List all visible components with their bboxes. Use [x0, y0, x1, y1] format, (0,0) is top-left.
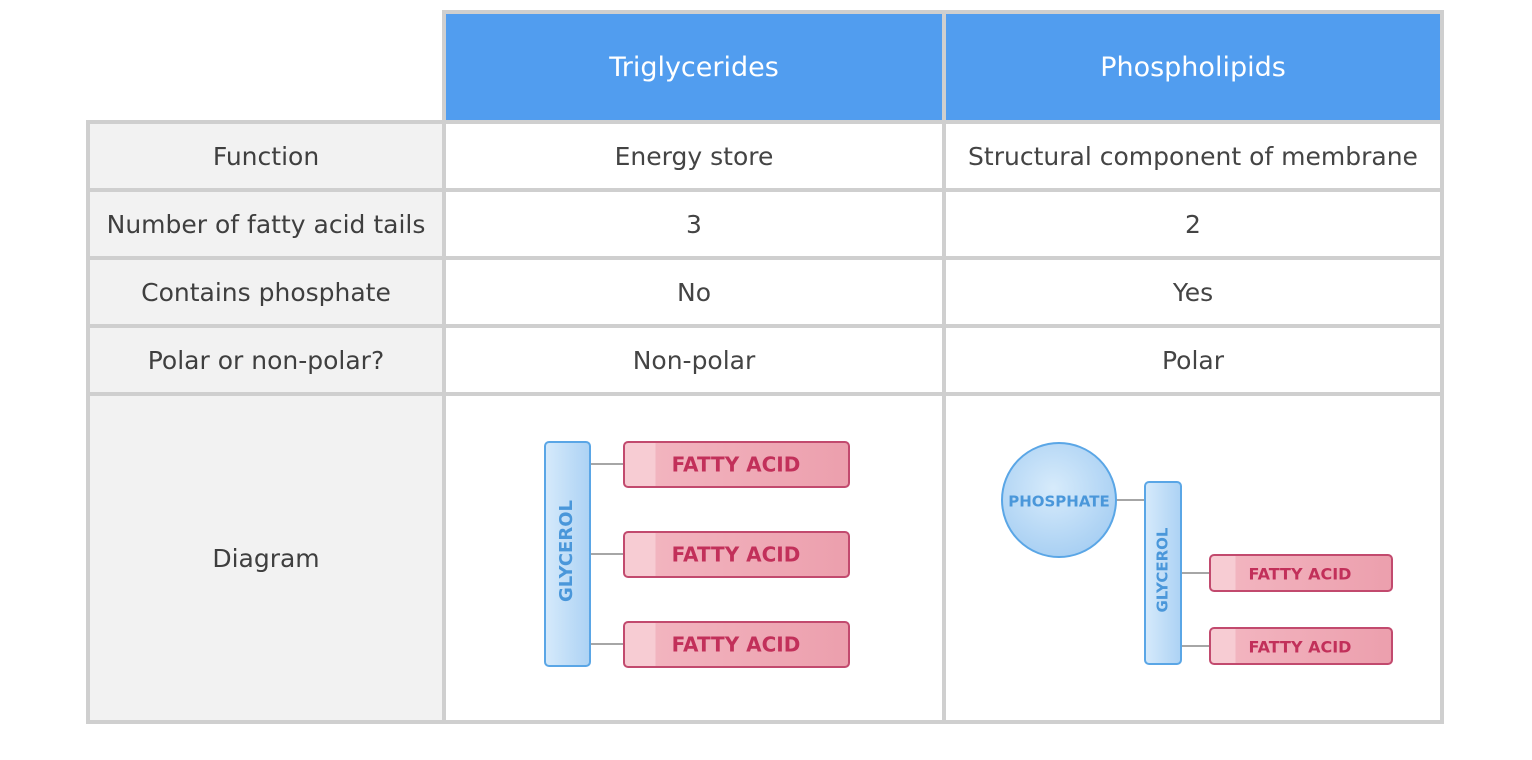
row-label-diagram: Diagram: [86, 392, 446, 724]
cell-text: No: [677, 277, 711, 307]
phosphate-head: PHOSPHATE: [1001, 442, 1117, 558]
fatty-acid-label: FATTY ACID: [672, 453, 801, 477]
triglyceride-diagram: GLYCEROL FATTY ACID FATTY ACID FATTY ACI…: [544, 441, 850, 668]
row-label-text: Polar or non-polar?: [147, 345, 385, 375]
cell-triglycerides-phosphate: No: [442, 256, 946, 328]
glycerol-label: GLYCEROL: [1154, 527, 1172, 612]
cell-text: 3: [686, 209, 702, 239]
cell-phospholipids-polarity: Polar: [942, 324, 1444, 396]
header-triglycerides-label: Triglycerides: [609, 51, 779, 83]
phospholipid-diagram: PHOSPHATE GLYCEROL FATTY ACID FATTY ACID: [1001, 442, 1393, 665]
row-label-text: Function: [212, 141, 320, 171]
fatty-acid-tail: FATTY ACID: [623, 531, 850, 578]
row-label-text: Contains phosphate: [141, 277, 391, 307]
cell-text: 2: [1185, 209, 1201, 239]
glycerol-bar: GLYCEROL: [544, 441, 591, 667]
phosphate-label: PHOSPHATE: [1008, 493, 1110, 511]
cell-text: Non-polar: [632, 345, 756, 375]
cell-triglycerides-polarity: Non-polar: [442, 324, 946, 396]
cell-text: Polar: [1161, 345, 1225, 375]
row-label-text: Diagram: [212, 543, 320, 573]
row-label-function: Function: [86, 120, 446, 192]
cell-text: Energy store: [614, 141, 774, 171]
fatty-acid-tail: FATTY ACID: [1209, 627, 1393, 665]
cell-triglycerides-function: Energy store: [442, 120, 946, 192]
fatty-acid-label: FATTY ACID: [1249, 565, 1352, 584]
header-triglycerides: Triglycerides: [442, 10, 946, 124]
glycerol-bar: GLYCEROL: [1144, 481, 1182, 665]
fatty-acid-tail: FATTY ACID: [623, 441, 850, 488]
cell-text: Structural component of membrane: [968, 141, 1418, 171]
header-phospholipids-label: Phospholipids: [1100, 51, 1286, 83]
glycerol-label: GLYCEROL: [556, 500, 577, 602]
fatty-acid-label: FATTY ACID: [1249, 638, 1352, 657]
cell-phospholipids-function: Structural component of membrane: [942, 120, 1444, 192]
fatty-acid-tail: FATTY ACID: [623, 621, 850, 668]
fatty-acid-tail: FATTY ACID: [1209, 554, 1393, 592]
cell-text: Yes: [1172, 277, 1214, 307]
fatty-acid-label: FATTY ACID: [672, 633, 801, 657]
row-label-text: Number of fatty acid tails: [106, 209, 426, 239]
row-label-fatty-acid-tails: Number of fatty acid tails: [86, 188, 446, 260]
fatty-acid-label: FATTY ACID: [672, 543, 801, 567]
